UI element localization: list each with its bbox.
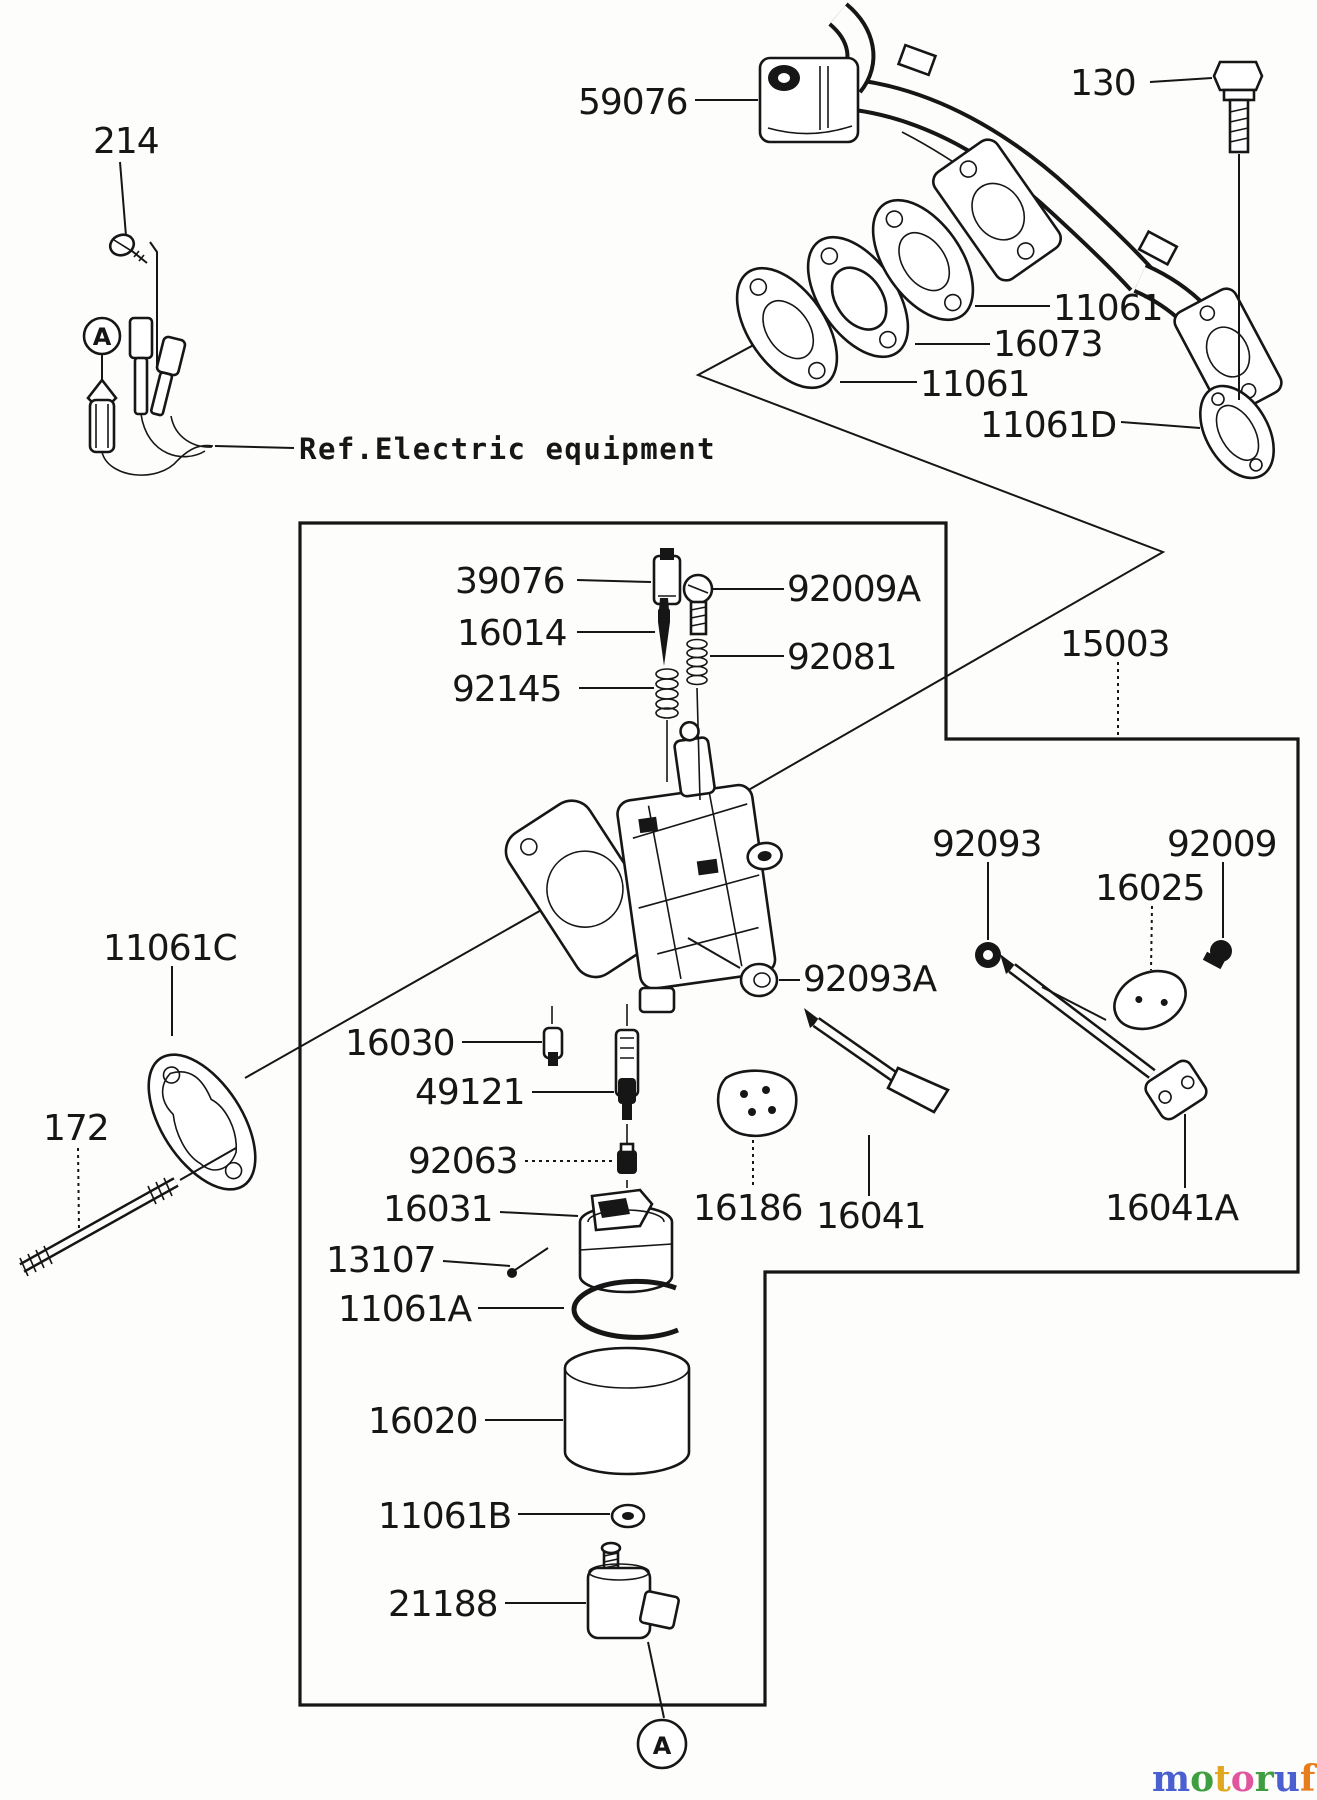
gasket-11061-icon-right — [871, 198, 975, 322]
screw-214-icon — [108, 233, 148, 264]
label-11061-b: 11061 — [920, 364, 1030, 405]
nut-92093-icon — [975, 942, 1001, 968]
label-92093a: 92093A — [803, 959, 938, 1000]
cable-connector-icon — [128, 316, 154, 416]
label-16031: 16031 — [383, 1189, 493, 1230]
solenoid-21188-icon — [586, 1541, 680, 1719]
logo-tld: .de — [1315, 1774, 1317, 1796]
screw-92009a-icon — [682, 573, 714, 636]
screw-92009-icon — [1202, 940, 1232, 970]
float-16031-icon — [578, 1188, 674, 1294]
label-11061b: 11061B — [378, 1496, 511, 1537]
grommet-92093a-icon — [739, 962, 779, 998]
label-16186: 16186 — [693, 1188, 803, 1229]
valve-16025-icon — [1113, 969, 1187, 1031]
label-11061d: 11061D — [980, 405, 1116, 446]
label-16030: 16030 — [345, 1023, 455, 1064]
label-16073: 16073 — [993, 324, 1103, 365]
logo-letter: u — [1274, 1758, 1300, 1800]
spring-92145-icon — [655, 668, 679, 719]
label-92093: 92093 — [932, 824, 1042, 865]
detail-marker-a-top: A — [82, 316, 122, 382]
detail-marker-a-bottom: A — [636, 1718, 688, 1770]
shaft-16041a-icon — [1000, 954, 1208, 1188]
part-number-labels: 214 59076 130 11061 16073 11061 11061D 3… — [43, 63, 1278, 1625]
label-92081: 92081 — [787, 637, 897, 678]
nozzle-49121-icon — [614, 1028, 640, 1120]
label-130: 130 — [1070, 63, 1136, 104]
diaphragm-16186-icon — [716, 1069, 798, 1188]
logo-letter: r — [1255, 1758, 1275, 1800]
cable-boot-icon — [86, 377, 118, 454]
carburetor-body-icon — [504, 720, 783, 1188]
gasket-11061d-icon — [1199, 384, 1275, 480]
label-11061a: 11061A — [338, 1289, 473, 1330]
needle-16014-icon — [658, 598, 670, 666]
shaft-16041-icon — [804, 1008, 950, 1196]
label-21188: 21188 — [388, 1584, 498, 1625]
oring-11061a-icon — [571, 1278, 679, 1340]
logo-letter: m — [1152, 1758, 1190, 1800]
label-59076: 59076 — [578, 82, 688, 123]
jet-39076-icon — [652, 548, 682, 606]
label-92145: 92145 — [452, 669, 562, 710]
motoruf-watermark[interactable]: motoruf.de — [1152, 1758, 1317, 1800]
insulator-16073-icon — [806, 235, 910, 359]
label-214: 214 — [93, 121, 159, 162]
bowl-16020-icon — [563, 1346, 691, 1476]
label-16025: 16025 — [1095, 868, 1205, 909]
label-16014: 16014 — [457, 613, 567, 654]
manifold-flange-center — [932, 138, 1062, 282]
label-11061-a: 11061 — [1053, 288, 1163, 329]
intake-manifold-icon — [758, 2, 1283, 434]
pin-13107-icon — [507, 1247, 549, 1278]
label-16041: 16041 — [816, 1196, 926, 1237]
logo-letter: o — [1231, 1758, 1255, 1800]
label-11061c: 11061C — [103, 928, 237, 969]
cable-terminal-icon — [149, 335, 187, 417]
seat-16030-icon — [542, 1026, 564, 1066]
reference-note: Ref.Electric equipment — [299, 432, 716, 466]
label-16041a: 16041A — [1105, 1188, 1240, 1229]
logo-letter: o — [1190, 1758, 1214, 1800]
label-172: 172 — [43, 1108, 109, 1149]
plug-92063-icon — [617, 1142, 637, 1174]
stud-172-icon — [19, 1147, 237, 1277]
label-49121: 49121 — [415, 1072, 525, 1113]
label-15003: 15003 — [1060, 624, 1170, 665]
label-39076: 39076 — [455, 561, 565, 602]
label-16020: 16020 — [368, 1401, 478, 1442]
label-92063: 92063 — [408, 1141, 518, 1182]
logo-letter: t — [1214, 1758, 1231, 1800]
nut-11061b-icon — [610, 1503, 646, 1529]
marker-letter: A — [93, 323, 112, 351]
label-13107: 13107 — [326, 1240, 436, 1281]
label-92009a: 92009A — [787, 569, 922, 610]
spring-92081-icon — [686, 638, 708, 686]
marker-letter: A — [653, 1732, 672, 1760]
leader-lines — [442, 77, 1224, 1604]
bolt-130-icon — [1212, 60, 1264, 400]
joint-59076-icon — [758, 56, 860, 144]
detail-view-box — [298, 521, 1300, 1707]
electric-wire-assembly: A — [82, 161, 295, 476]
logo-letter: f — [1300, 1758, 1317, 1800]
gasket-11061c-icon — [147, 966, 257, 1191]
label-92009: 92009 — [1167, 824, 1277, 865]
motoruf-logo-text[interactable]: motoruf.de — [1152, 1758, 1317, 1800]
